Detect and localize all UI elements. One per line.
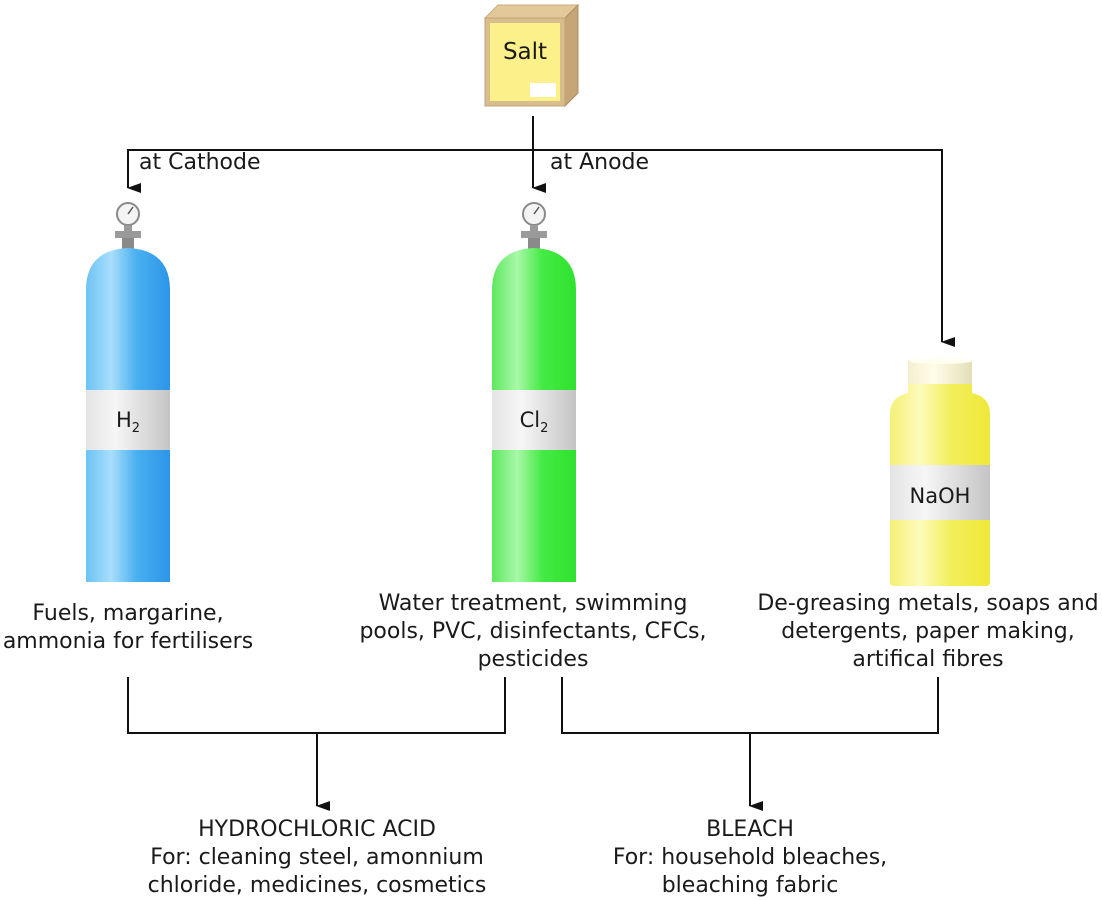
chlorine-symbol: Cl [519, 408, 541, 432]
naoh-uses-line: De-greasing metals, soaps and [757, 591, 1099, 616]
hydrogen-cylinder-icon [86, 202, 170, 582]
hydrogen-uses: Fuels, margarine, ammonia for fertiliser… [2, 600, 254, 656]
chlorine-formula: Cl2 [492, 408, 576, 435]
chlorine-uses-line: pesticides [477, 647, 589, 672]
bleach-use-line: For: household bleaches, [612, 845, 888, 870]
hydrochloric-acid-box: HYDROCHLORIC ACID For: cleaning steel, a… [142, 816, 492, 900]
naoh-formula: NaOH [909, 484, 971, 508]
naoh-uses: De-greasing metals, soaps and detergents… [756, 590, 1100, 674]
hydrogen-uses-line: Fuels, margarine, [32, 601, 224, 626]
chlorine-uses-line: pools, PVC, disinfectants, CFCs, [359, 619, 707, 644]
hcl-bracket [127, 677, 506, 734]
bleach-use-line: bleaching fabric [661, 873, 839, 898]
anode-label: at Anode [550, 150, 650, 175]
hydrochloric-acid-title: HYDROCHLORIC ACID [198, 817, 436, 842]
naoh-uses-line: detergents, paper making, [781, 619, 1075, 644]
chlorine-subscript: 2 [540, 421, 549, 436]
bleach-title: BLEACH [706, 817, 794, 842]
hydrogen-formula: H2 [86, 408, 170, 435]
hydrochloric-acid-use-line: For: cleaning steel, amonnium [150, 845, 484, 870]
naoh-bottle-icon [890, 358, 990, 586]
cathode-label: at Cathode [139, 150, 261, 175]
chlorine-uses-line: Water treatment, swimming [378, 591, 688, 616]
bleach-box: BLEACH For: household bleaches, bleachin… [590, 816, 910, 900]
salt-box-icon [483, 3, 580, 108]
bleach-bracket [561, 677, 939, 734]
naoh-uses-line: artifical fibres [852, 647, 1004, 672]
hydrochloric-acid-use-line: chloride, medicines, cosmetics [147, 873, 487, 898]
hydrogen-uses-line: ammonia for fertilisers [2, 629, 254, 654]
chlorine-uses: Water treatment, swimming pools, PVC, di… [352, 590, 714, 674]
salt-label: Salt [502, 39, 548, 65]
chlorine-cylinder-icon [492, 202, 576, 582]
connector-lines [127, 116, 955, 811]
hydrogen-symbol: H [115, 408, 132, 432]
hydrogen-subscript: 2 [131, 421, 141, 436]
